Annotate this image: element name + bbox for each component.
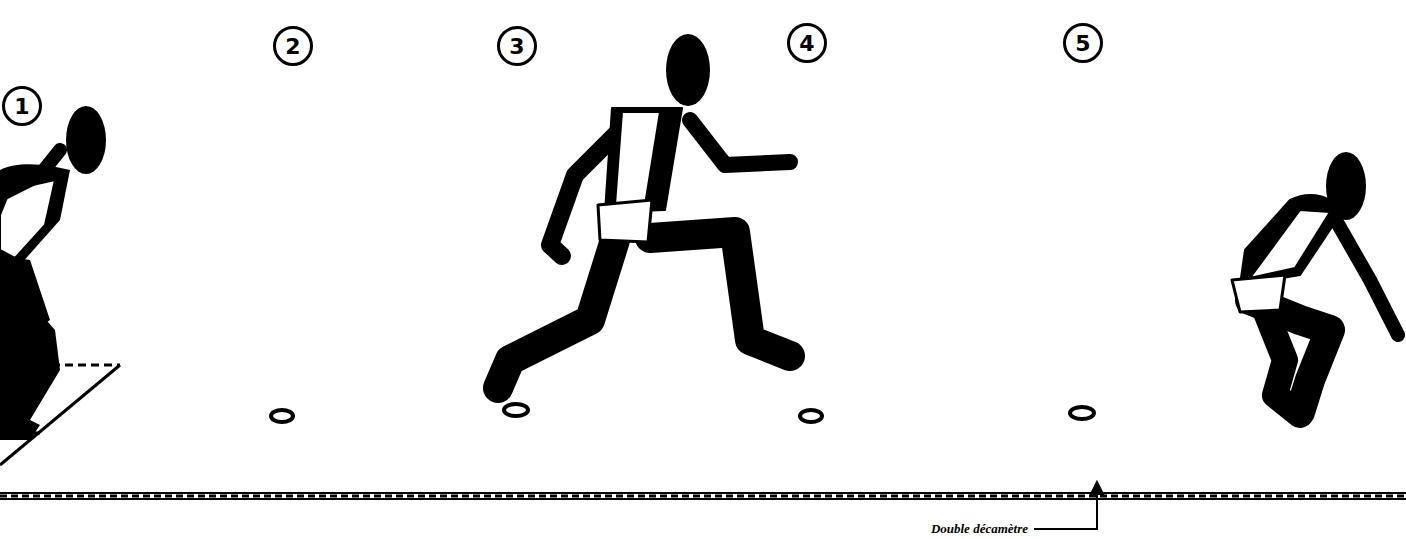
tape-label: Double décamètre: [929, 521, 1030, 537]
callout-number: 5: [1063, 23, 1103, 63]
callout-number: 1: [2, 86, 42, 126]
callout-number: 3: [497, 26, 537, 66]
callout-number: 2: [273, 26, 313, 66]
athlete-landing: [1232, 152, 1398, 415]
ground-hoops: [271, 404, 1094, 422]
callout-number: 4: [787, 23, 827, 63]
measuring-tape: [0, 493, 1406, 499]
athlete-start: [0, 106, 106, 440]
athlete-stride: [498, 34, 790, 388]
pointer-arrow: [1034, 482, 1103, 529]
